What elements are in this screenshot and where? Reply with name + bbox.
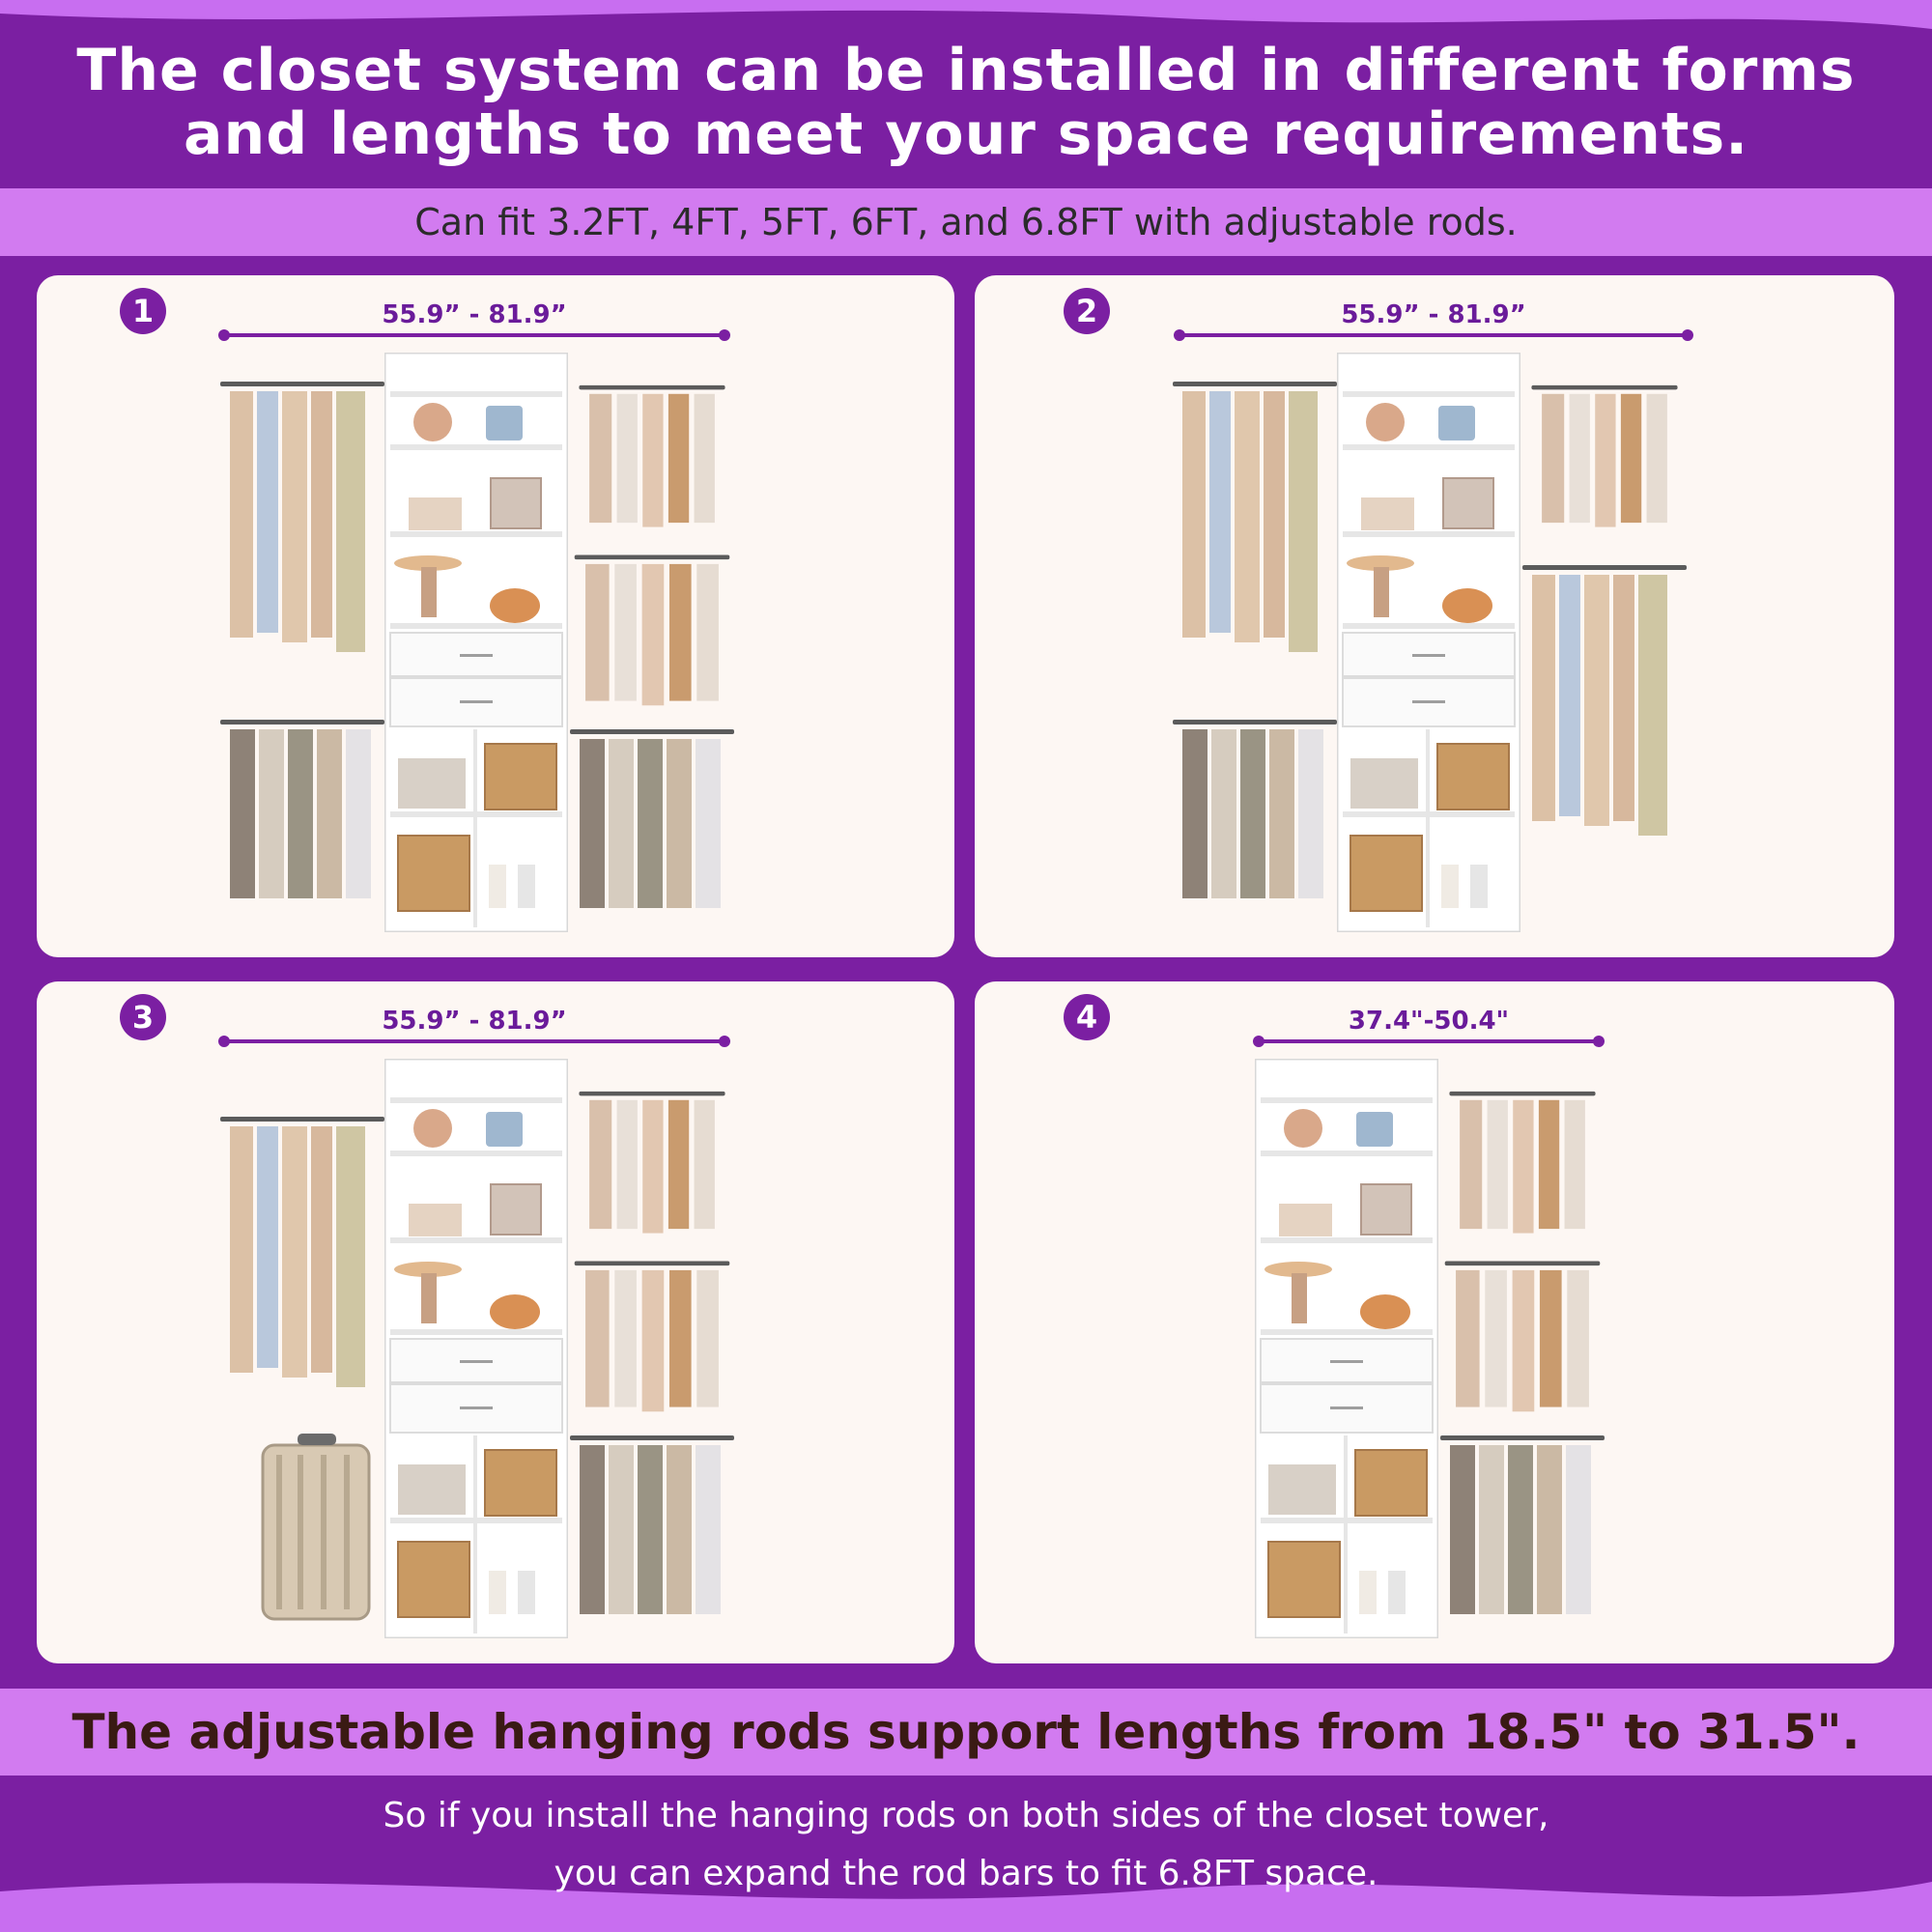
dimension-endpoint xyxy=(1682,329,1693,341)
dimension-label: 55.9” - 81.9” xyxy=(382,300,567,329)
panel-number-badge: 2 xyxy=(1064,288,1110,334)
layout-panel-2: 2 55.9” - 81.9” xyxy=(975,275,1894,957)
dimension-endpoint xyxy=(218,1036,230,1047)
dimension-endpoint xyxy=(1253,1036,1264,1047)
dimension-line xyxy=(1178,333,1690,337)
dimension-indicator: 55.9” - 81.9” xyxy=(1174,300,1693,343)
footer-line-1: So if you install the hanging rods on bo… xyxy=(383,1796,1549,1835)
page-title: The closet system can be installed in di… xyxy=(0,39,1932,166)
dimension-indicator: 55.9” - 81.9” xyxy=(218,1007,730,1049)
dimension-endpoint xyxy=(1593,1036,1605,1047)
closet-illustration xyxy=(220,353,734,932)
dimension-endpoint xyxy=(1174,329,1185,341)
top-wave-decoration xyxy=(0,0,1932,39)
panel-number-badge: 1 xyxy=(120,288,166,334)
dimension-indicator: 55.9” - 81.9” xyxy=(218,300,730,343)
footer-note: So if you install the hanging rods on bo… xyxy=(0,1787,1932,1903)
dimension-endpoint xyxy=(218,329,230,341)
closet-illustration xyxy=(1255,1059,1605,1638)
dimension-endpoint xyxy=(719,329,730,341)
footer-wave-background xyxy=(0,1776,1932,1932)
dimension-label: 55.9” - 81.9” xyxy=(382,1007,567,1036)
suitcase-illustration xyxy=(261,1434,371,1621)
panel-number-badge: 3 xyxy=(120,994,166,1040)
title-line-2: and lengths to meet your space requireme… xyxy=(184,100,1748,168)
dimension-label: 37.4"-50.4" xyxy=(1348,1007,1510,1036)
layout-panel-1: 1 55.9” - 81.9” xyxy=(37,275,954,957)
dimension-line xyxy=(1257,1039,1601,1043)
dimension-indicator: 37.4"-50.4" xyxy=(1253,1007,1605,1049)
closet-illustration xyxy=(220,1059,734,1638)
rod-length-text: The adjustable hanging rods support leng… xyxy=(71,1704,1861,1760)
dimension-label: 55.9” - 81.9” xyxy=(1341,300,1526,329)
closet-illustration xyxy=(1173,353,1687,932)
layout-panel-3: 3 55.9” - 81.9” xyxy=(37,981,954,1663)
subtitle-text: Can fit 3.2FT, 4FT, 5FT, 6FT, and 6.8FT … xyxy=(414,201,1518,243)
dimension-line xyxy=(222,333,726,337)
footer-line-2: you can expand the rod bars to fit 6.8FT… xyxy=(554,1854,1378,1893)
title-line-1: The closet system can be installed in di… xyxy=(76,37,1856,104)
subtitle-band: Can fit 3.2FT, 4FT, 5FT, 6FT, and 6.8FT … xyxy=(0,188,1932,256)
panel-number-badge: 4 xyxy=(1064,994,1110,1040)
rod-length-banner: The adjustable hanging rods support leng… xyxy=(0,1689,1932,1776)
layout-panel-4: 4 37.4"-50.4" xyxy=(975,981,1894,1663)
dimension-endpoint xyxy=(719,1036,730,1047)
dimension-line xyxy=(222,1039,726,1043)
